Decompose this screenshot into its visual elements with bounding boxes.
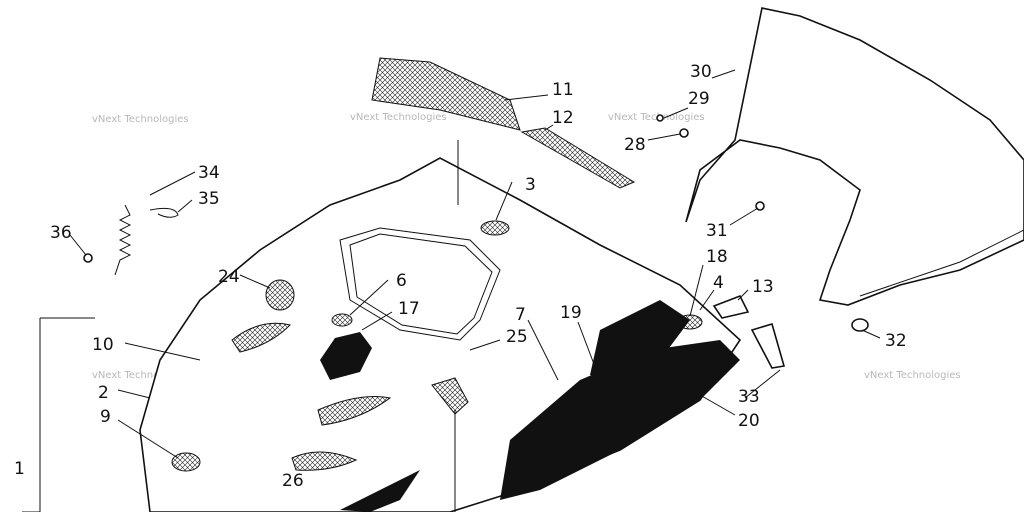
side-decal-19 <box>590 300 690 380</box>
callout-7: 7 <box>515 305 526 325</box>
callout-32: 32 <box>885 331 907 351</box>
leader-34 <box>149 171 196 196</box>
screw-36 <box>83 253 93 263</box>
leader-32 <box>861 329 881 339</box>
leader-11 <box>504 94 549 101</box>
watermark: vNext Technologies <box>350 112 447 123</box>
leader-18 <box>689 264 704 317</box>
callout-28: 28 <box>624 135 646 155</box>
decal-strip-11 <box>371 57 521 131</box>
leader-13 <box>737 289 749 301</box>
leader-25 <box>469 339 501 351</box>
part-33 <box>750 323 786 369</box>
vent-26 <box>291 451 358 471</box>
callout-26: 26 <box>282 471 304 491</box>
leader-lines <box>22 69 881 512</box>
callout-1: 1 <box>14 459 25 479</box>
callout-31: 31 <box>706 221 728 241</box>
logo-decal-17 <box>320 332 372 380</box>
leader-31 <box>729 207 759 226</box>
watermark: vNext Technologies <box>864 370 961 381</box>
callout-3: 3 <box>525 175 536 195</box>
callout-labels: 1 2 3 4 6 7 9 10 11 12 13 17 18 19 20 24… <box>14 62 907 491</box>
callout-35: 35 <box>198 189 220 209</box>
watermark: vNext Technologies <box>92 370 189 381</box>
leader-17 <box>361 311 393 331</box>
callout-34: 34 <box>198 163 220 183</box>
callout-25: 25 <box>506 327 528 347</box>
callout-13: 13 <box>752 277 774 297</box>
callout-11: 11 <box>552 80 574 100</box>
callout-10: 10 <box>92 335 114 355</box>
callout-30: 30 <box>690 62 712 82</box>
side-decal-20 <box>500 340 740 500</box>
watermark: vNext Technologies <box>92 114 189 125</box>
windshield-edge <box>859 229 1024 297</box>
badge-3 <box>480 220 510 236</box>
callout-19: 19 <box>560 303 582 323</box>
leader-3 <box>495 181 513 221</box>
leader-9 <box>117 419 179 459</box>
leader-12 <box>544 124 554 131</box>
leader-2 <box>117 389 151 399</box>
leader-28 <box>647 133 681 141</box>
callout-9: 9 <box>100 407 111 427</box>
bracket-1 <box>22 317 95 512</box>
callout-29: 29 <box>688 89 710 109</box>
leader-29 <box>663 107 689 119</box>
hood-window-inner <box>349 233 493 335</box>
side-decal-lower <box>340 470 420 512</box>
badge-6 <box>331 313 353 327</box>
leader-19 <box>577 321 601 381</box>
callout-6: 6 <box>396 271 407 291</box>
part-28 <box>679 128 689 138</box>
decal-strip-12 <box>520 127 636 189</box>
vent-right <box>431 377 469 415</box>
vent-center <box>317 396 392 426</box>
leader-30 <box>711 69 736 79</box>
callout-4: 4 <box>713 273 724 293</box>
part-29 <box>656 114 664 122</box>
callout-12: 12 <box>552 108 574 128</box>
leader-36 <box>69 234 87 256</box>
leader-35 <box>177 199 193 213</box>
leader-24 <box>239 274 271 289</box>
leader-7 <box>527 319 559 381</box>
callout-20: 20 <box>738 411 760 431</box>
hook-35 <box>149 207 179 218</box>
leader-20 <box>699 394 736 416</box>
callout-18: 18 <box>706 247 728 267</box>
leader-6 <box>349 279 389 316</box>
leader-33 <box>744 369 781 399</box>
badge-9 <box>171 452 201 472</box>
hood-window-frame <box>339 227 501 341</box>
spring-34 <box>114 204 132 276</box>
callout-2: 2 <box>98 383 109 403</box>
vent-24 <box>265 279 295 311</box>
callout-36: 36 <box>50 223 72 243</box>
leader-10 <box>124 342 201 361</box>
callout-17: 17 <box>398 299 420 319</box>
callout-24: 24 <box>218 267 240 287</box>
vent-left-upper <box>231 322 291 353</box>
part-32 <box>851 318 869 332</box>
callout-33: 33 <box>738 387 760 407</box>
part-13 <box>712 294 750 319</box>
windshield <box>685 7 1024 306</box>
leader-4 <box>699 289 715 311</box>
